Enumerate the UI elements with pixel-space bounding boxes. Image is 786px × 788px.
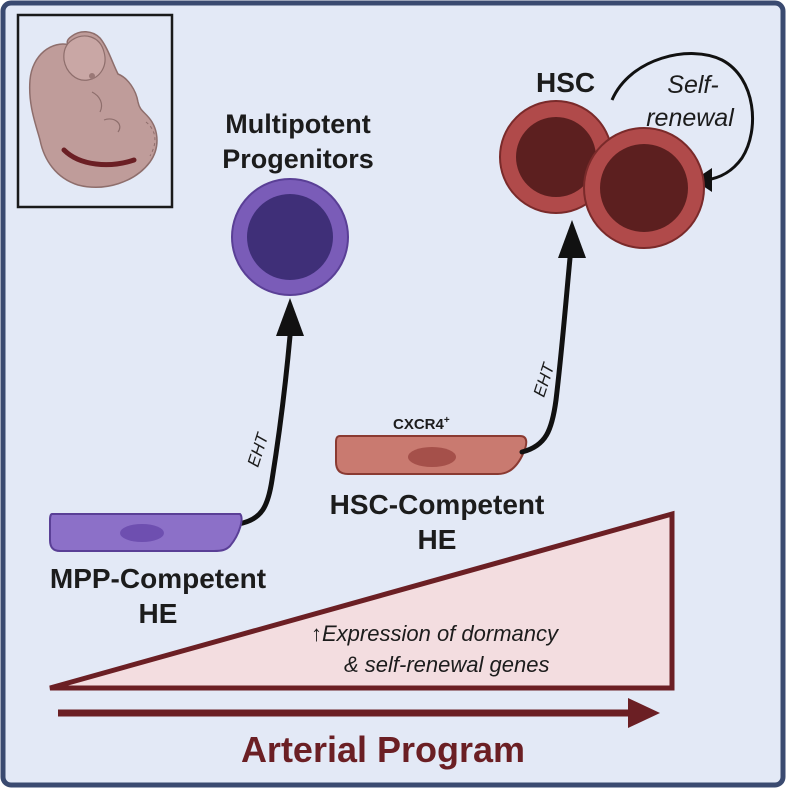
expression-gradient-triangle (49, 510, 675, 691)
multipotent-label-line2: Progenitors (222, 144, 374, 174)
hsc-competent-he-cell (335, 435, 528, 475)
multipotent-progenitor-cell (231, 178, 349, 296)
hsc-competent-label-line1: HSC-Competent (330, 489, 545, 520)
multipotent-label-line1: Multipotent (225, 109, 370, 139)
embryo-inset (16, 13, 174, 209)
mpp-competent-label-line1: MPP-Competent (50, 563, 266, 594)
self-renewal-label-line2: renewal (646, 104, 735, 132)
arterial-program-arrow (58, 698, 660, 728)
hsc-cell-front (583, 127, 705, 249)
expression-label-line2: & self-renewal genes (344, 652, 549, 677)
mpp-competent-he-cell (49, 513, 243, 552)
eht-arrow-right (519, 220, 586, 455)
eht-arrow-left (235, 298, 304, 527)
embryo-icon (28, 31, 158, 188)
hsc-competent-label-line2: HE (418, 524, 457, 555)
expression-label-line1: ↑Expression of dormancy (311, 621, 560, 646)
self-renewal-label-line1: Self- (667, 71, 718, 99)
arterial-program-label: Arterial Program (241, 729, 525, 770)
cxcr4-label: CXCR4+ (393, 415, 450, 433)
hsc-label: HSC (536, 67, 595, 98)
mpp-competent-label-line2: HE (139, 598, 178, 629)
